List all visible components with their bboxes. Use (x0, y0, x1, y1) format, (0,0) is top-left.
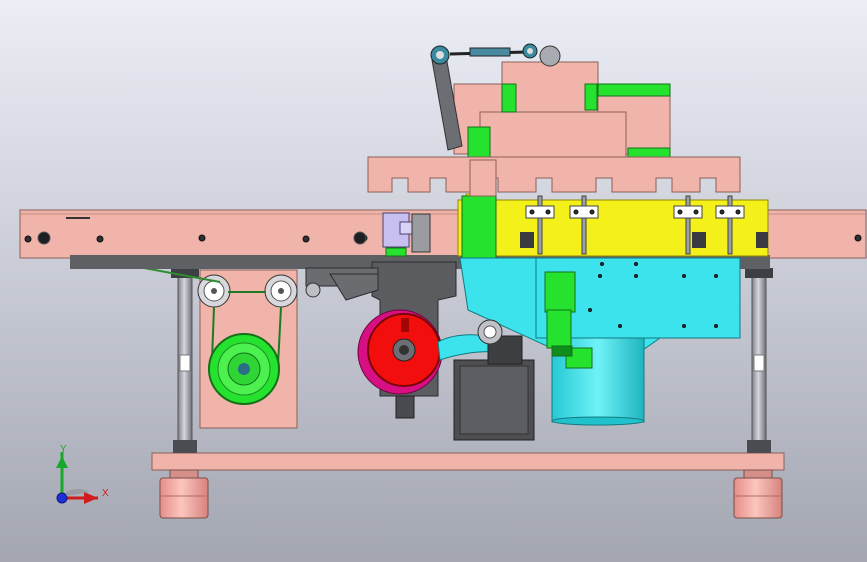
drive-pulley-green (208, 333, 280, 405)
screw-head-icon (735, 209, 741, 215)
screw-head-icon (589, 209, 595, 215)
drive-belt (211, 291, 282, 366)
bracket-foot (395, 395, 415, 419)
bushing (353, 231, 367, 245)
screw-head-icon (600, 262, 604, 266)
screw-head-icon (96, 235, 104, 243)
yellow-carriage (457, 193, 769, 257)
idler-pulley-left (197, 274, 231, 308)
screw-head-icon (714, 274, 718, 278)
comb-plate (367, 156, 741, 193)
base-plate-assembly (151, 452, 785, 519)
green-valve-bracket (544, 271, 576, 313)
green-guide-bar (461, 159, 497, 259)
screw-head-icon (573, 209, 579, 215)
foot-left (159, 469, 209, 519)
screw-head-icon (682, 324, 686, 328)
screw-head-icon (198, 234, 206, 242)
screw-head-icon (854, 234, 862, 242)
screw-head-icon (529, 209, 535, 215)
cyan-housing (459, 257, 741, 426)
screw-head-icon (714, 324, 718, 328)
belt-drive-plate (89, 256, 313, 429)
clamp-block (382, 212, 431, 257)
idler-pulley-right (264, 274, 298, 308)
triad-x-label: X (102, 488, 109, 499)
screw-head-icon (634, 274, 638, 278)
linkage-arm (430, 43, 561, 151)
screw-head-icon (588, 308, 592, 312)
screw-head-icon (598, 274, 602, 278)
screw-head-icon (693, 209, 699, 215)
base-plate (151, 452, 785, 471)
carriage-pin (569, 195, 599, 255)
screw-head-icon (545, 209, 551, 215)
screw-head-icon (719, 209, 725, 215)
guide-post-right (745, 261, 773, 453)
green-block-mid (584, 83, 598, 111)
screw-head-icon (24, 235, 32, 243)
foot-right (733, 469, 783, 519)
red-cam (357, 309, 443, 395)
carriage-pin (673, 195, 703, 255)
screw-head-icon (677, 209, 683, 215)
carriage-pin (715, 195, 745, 255)
carriage-pin (525, 195, 555, 255)
green-rail-left (501, 83, 517, 113)
screw-head-icon (634, 262, 638, 266)
bushing (37, 231, 51, 245)
green-bracket (467, 126, 491, 158)
screw-group (24, 231, 862, 245)
triad-y-label: Y (60, 444, 67, 455)
rod-end-right (522, 43, 561, 67)
screw-head-icon (302, 235, 310, 243)
drive-motor (453, 319, 535, 441)
rod-end-left (430, 45, 450, 65)
green-rail-right (597, 83, 671, 97)
coordinate-triad-icon: Y X (56, 444, 109, 504)
upper-slide-frame (367, 61, 741, 195)
screw-head-icon (682, 274, 686, 278)
screw-head-icon (618, 324, 622, 328)
